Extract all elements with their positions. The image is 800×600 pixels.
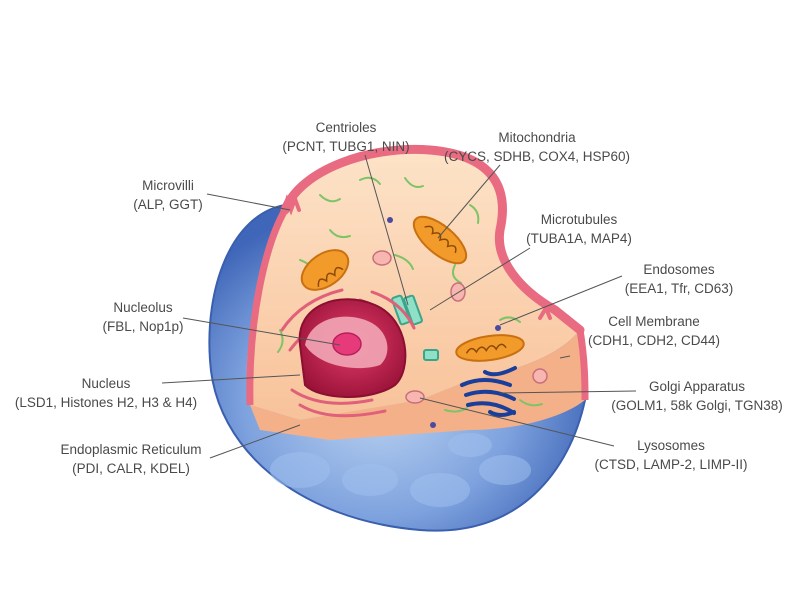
- label-microtubules-markers: (TUBA1A, MAP4): [526, 231, 632, 246]
- label-golgi-markers: (GOLM1, 58k Golgi, TGN38): [611, 398, 783, 413]
- label-microvilli-name: Microvilli: [142, 178, 194, 193]
- label-endoplasmic-reticulum: Endoplasmic Reticulum (PDI, CALR, KDEL): [60, 440, 201, 478]
- label-centrioles-markers: (PCNT, TUBG1, NIN): [282, 139, 410, 154]
- label-nucleolus-name: Nucleolus: [113, 300, 173, 315]
- vesicles: [372, 250, 548, 404]
- label-lysosomes-markers: (CTSD, LAMP-2, LIMP-II): [594, 457, 748, 472]
- label-er-name: Endoplasmic Reticulum: [60, 442, 202, 457]
- label-endosomes-markers: (EEA1, Tfr, CD63): [624, 281, 734, 296]
- label-cell-membrane-markers: (CDH1, CDH2, CD44): [587, 333, 721, 348]
- label-nucleus-name: Nucleus: [81, 376, 131, 391]
- label-centrioles: Centrioles (PCNT, TUBG1, NIN): [282, 118, 409, 156]
- label-mitochondria: Mitochondria (CYCS, SDHB, COX4, HSP60): [444, 128, 630, 166]
- label-mitochondria-name: Mitochondria: [498, 130, 576, 145]
- leader-lines: [161, 154, 637, 459]
- small-dots: [387, 217, 501, 428]
- label-microtubules: Microtubules (TUBA1A, MAP4): [526, 210, 632, 248]
- microvilli: [281, 193, 301, 216]
- label-lysosomes-name: Lysosomes: [637, 438, 705, 453]
- label-endosomes-name: Endosomes: [643, 262, 715, 277]
- label-microtubules-name: Microtubules: [540, 212, 618, 227]
- label-golgi-apparatus: Golgi Apparatus (GOLM1, 58k Golgi, TGN38…: [611, 377, 783, 415]
- cell-membrane: [280, 144, 585, 335]
- label-cell-membrane-name: Cell Membrane: [608, 314, 700, 329]
- label-nucleolus-markers: (FBL, Nop1p): [102, 319, 184, 334]
- label-centrioles-name: Centrioles: [315, 120, 377, 135]
- label-cell-membrane: Cell Membrane (CDH1, CDH2, CD44): [588, 312, 720, 350]
- label-microvilli-markers: (ALP, GGT): [133, 197, 203, 212]
- microtubule-strands: [277, 176, 543, 413]
- label-nucleus: Nucleus (LSD1, Histones H2, H3 & H4): [15, 374, 197, 412]
- label-er-markers: (PDI, CALR, KDEL): [72, 461, 190, 476]
- golgi-stack: [460, 366, 517, 417]
- label-microvilli: Microvilli (ALP, GGT): [133, 176, 203, 214]
- label-lysosomes: Lysosomes (CTSD, LAMP-2, LIMP-II): [594, 436, 747, 474]
- mitochondria-organelles: [300, 215, 525, 362]
- label-golgi-name: Golgi Apparatus: [648, 379, 746, 394]
- cytoplasm-cut-face: [250, 330, 585, 440]
- nucleus-organelle: [298, 298, 407, 398]
- label-nucleolus: Nucleolus (FBL, Nop1p): [102, 298, 183, 336]
- label-mitochondria-markers: (CYCS, SDHB, COX4, HSP60): [443, 149, 631, 164]
- label-nucleus-markers: (LSD1, Histones H2, H3 & H4): [14, 395, 198, 410]
- label-endosomes: Endosomes (EEA1, Tfr, CD63): [625, 260, 734, 298]
